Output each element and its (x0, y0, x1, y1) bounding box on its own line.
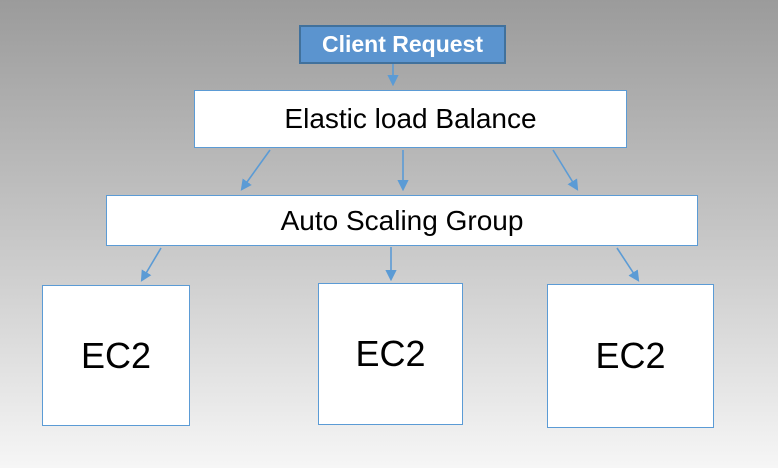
arrow-elb-to-asg-left (240, 149, 271, 191)
node-auto-scaling-group: Auto Scaling Group (106, 195, 698, 246)
arrow-asg-to-ec2-left (140, 247, 162, 282)
arrow-elb-to-asg-right (552, 149, 579, 191)
node-elastic-load-balance-label: Elastic load Balance (284, 103, 537, 134)
node-ec2-left-label: EC2 (80, 334, 152, 376)
node-ec2-right-label: EC2 (595, 335, 666, 376)
node-ec2-left: EC2 (42, 285, 190, 426)
node-ec2-right: EC2 (547, 284, 714, 428)
node-elastic-load-balance: Elastic load Balance (194, 90, 627, 148)
arrow-asg-to-ec2-right (616, 247, 640, 282)
node-client-request-label: Client Request (321, 31, 484, 57)
node-ec2-middle-label: EC2 (355, 333, 426, 374)
node-client-request: Client Request (299, 25, 506, 64)
node-ec2-middle: EC2 (318, 283, 463, 425)
node-auto-scaling-group-label: Auto Scaling Group (280, 204, 524, 236)
